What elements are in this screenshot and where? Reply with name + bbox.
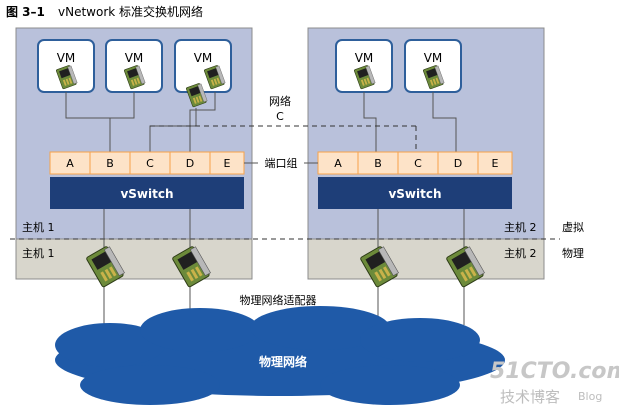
- physical-network-cloud: [55, 306, 505, 405]
- port-label: C: [414, 157, 422, 170]
- vm-port-link: [65, 92, 111, 152]
- host-1-virtual-label: 主机 1: [22, 220, 55, 234]
- port-label: A: [334, 157, 342, 170]
- vswitch-bar: [50, 177, 244, 209]
- port-label: B: [106, 157, 114, 170]
- vm-label: VM: [194, 51, 213, 65]
- watermark-sub: 技术博客: [500, 388, 560, 406]
- vm-label: VM: [57, 51, 76, 65]
- host-2-physical-label: 主机 2: [504, 246, 537, 260]
- port-label: C: [146, 157, 154, 170]
- vm-label: VM: [125, 51, 144, 65]
- port-group-label: 端口组: [265, 156, 298, 170]
- vm-port-link: [189, 92, 216, 152]
- vm-port-link: [432, 92, 457, 152]
- physical-layer-label: 物理: [562, 246, 584, 260]
- watermark-blog: Blog: [578, 390, 602, 403]
- vswitch-label: vSwitch: [388, 187, 441, 201]
- figure-number: 图 3–1: [6, 5, 45, 19]
- host-1-physical-label: 主机 1: [22, 246, 55, 260]
- network-label-line1: 网络: [269, 94, 291, 108]
- host-1-physical-box: [15, 238, 253, 280]
- port-e: [477, 151, 513, 175]
- vm-port-link: [363, 92, 377, 152]
- physical-adapter-label: 物理网络适配器: [240, 293, 317, 307]
- vm-label: VM: [355, 51, 374, 65]
- port-label: A: [66, 157, 74, 170]
- figure-title: vNetwork 标准交换机网络: [58, 4, 203, 19]
- vswitch-bar: [318, 177, 512, 209]
- network-label-line2: C: [276, 110, 284, 123]
- port-label: E: [224, 157, 231, 170]
- vswitch-label: vSwitch: [120, 187, 173, 201]
- host-2-virtual-label: 主机 2: [504, 220, 537, 234]
- port-label: D: [454, 157, 462, 170]
- physical-network-label: 物理网络: [259, 354, 307, 369]
- port-label: E: [492, 157, 499, 170]
- port-label: B: [374, 157, 382, 170]
- host-2-physical-box: [307, 238, 545, 280]
- watermark-brand: 51CTO.com: [490, 359, 619, 384]
- port-label: D: [186, 157, 194, 170]
- vm-port-link: [110, 92, 135, 119]
- vm-label: VM: [424, 51, 443, 65]
- virtual-layer-label: 虚拟: [562, 220, 584, 234]
